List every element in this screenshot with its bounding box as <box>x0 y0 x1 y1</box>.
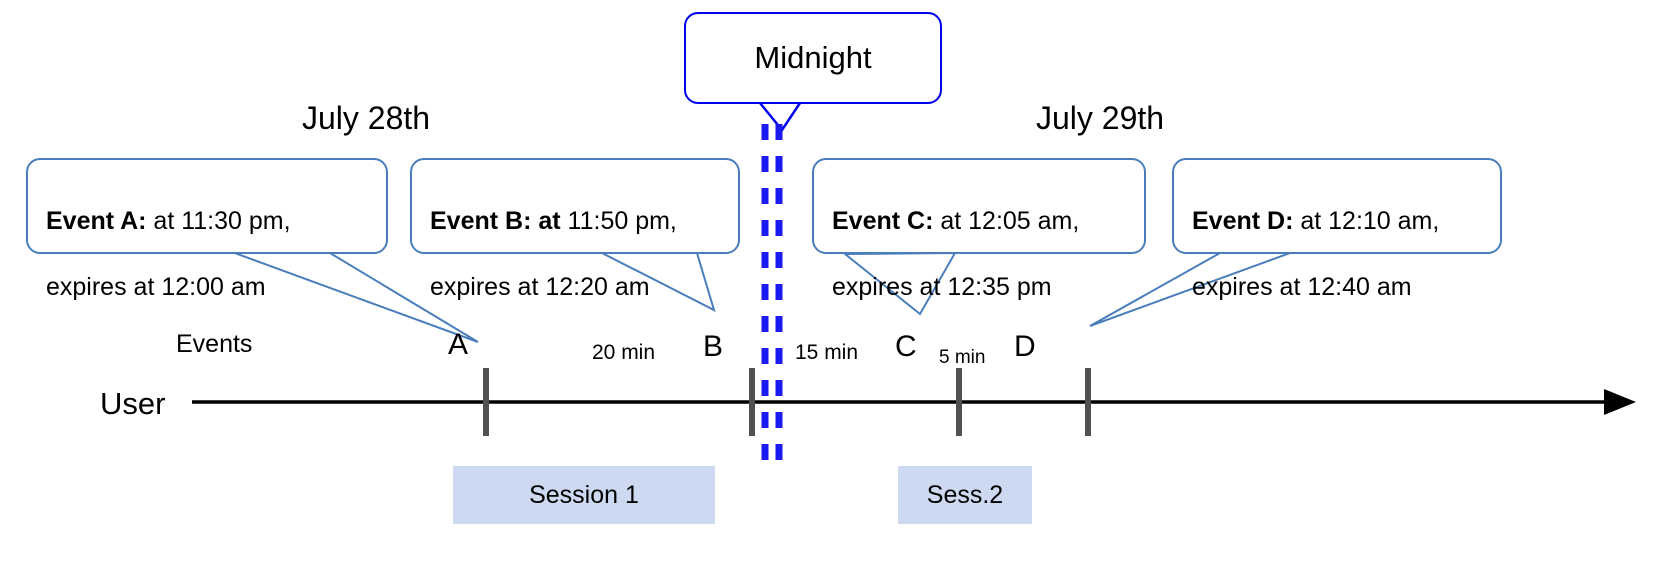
callout-event-d: Event D: at 12:10 am, expires at 12:40 a… <box>1172 158 1502 301</box>
user-axis-label: User <box>100 386 166 421</box>
events-row-label: Events <box>176 330 253 358</box>
tick-event-d <box>1085 368 1091 436</box>
gap-label-ab: 20 min <box>592 341 656 364</box>
tick-event-b <box>749 368 755 436</box>
callout-event-b-line2: expires at 12:20 am <box>430 273 650 301</box>
event-letter-d: D <box>1014 330 1036 363</box>
date-label-july-29: July 29th <box>1036 100 1165 136</box>
callout-event-d-rest: at 12:10 am, <box>1293 207 1440 235</box>
gap-label-cd: 5 min <box>939 347 986 368</box>
midnight-callout-tail <box>759 102 802 133</box>
callout-event-b-bold: Event B: at <box>430 207 561 235</box>
callout-event-c: Event C: at 12:05 am, expires at 12:35 p… <box>812 158 1146 301</box>
callout-event-c-line2: expires at 12:35 pm <box>832 273 1052 301</box>
callout-event-b: Event B: at 11:50 pm, expires at 12:20 a… <box>410 158 740 301</box>
midnight-label: Midnight <box>754 40 872 75</box>
callout-event-b-rest: 11:50 pm, <box>560 207 677 235</box>
session-2-label: Sess.2 <box>926 480 1004 509</box>
event-letter-c: C <box>895 330 917 363</box>
callout-event-c-rest: at 12:05 am, <box>933 207 1080 235</box>
callout-event-a-bold: Event A: <box>46 207 147 235</box>
date-label-july-28: July 28th <box>302 100 431 136</box>
tick-event-a <box>483 368 489 436</box>
callout-event-d-bold: Event D: <box>1192 207 1294 235</box>
callout-event-a: Event A: at 11:30 pm, expires at 12:00 a… <box>26 158 388 301</box>
event-letter-a: A <box>448 328 469 361</box>
tick-event-c <box>956 368 962 436</box>
session-block-2: Sess.2 <box>898 466 1032 524</box>
event-letter-b: B <box>703 330 724 363</box>
callout-event-c-bold: Event C: <box>832 207 934 235</box>
midnight-callout: Midnight <box>684 12 942 104</box>
session-block-1: Session 1 <box>453 466 715 524</box>
session-1-label: Session 1 <box>529 480 639 509</box>
gap-label-bc: 15 min <box>795 341 859 364</box>
timeline-arrowhead <box>1604 389 1636 415</box>
callout-event-d-line2: expires at 12:40 am <box>1192 273 1412 301</box>
callout-event-a-line2: expires at 12:00 am <box>46 273 266 301</box>
callout-event-a-rest: at 11:30 pm, <box>146 207 291 235</box>
